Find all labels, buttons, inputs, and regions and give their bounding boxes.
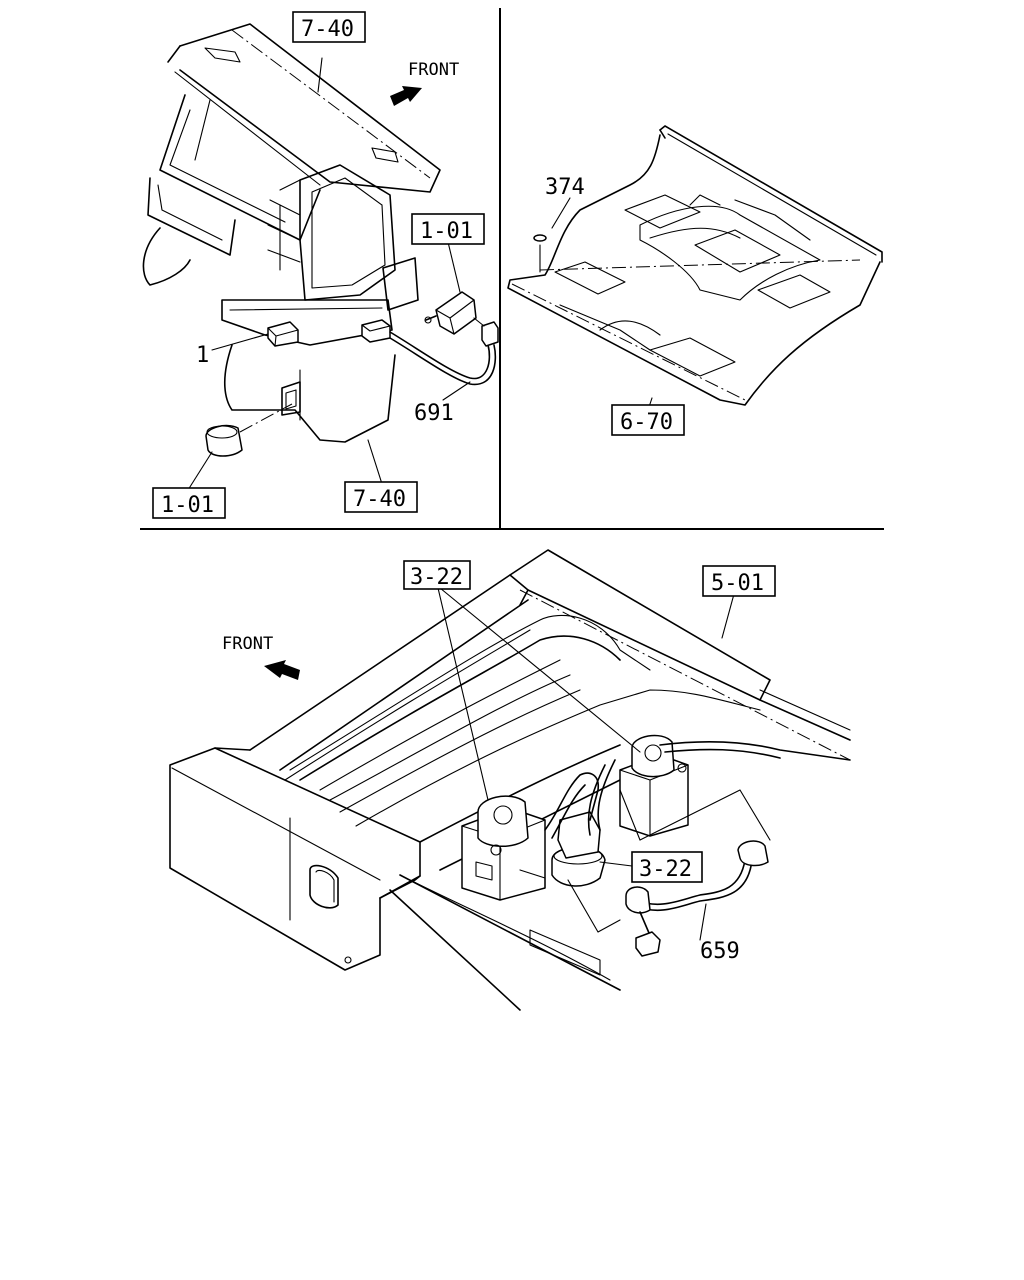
floor-panel-drawing [507, 125, 883, 411]
ref-1-01-plug: 1-01 [161, 493, 214, 518]
part-number-659: 659 [700, 939, 740, 964]
ref-7-40-bottom: 7-40 [353, 487, 406, 512]
callouts-top-left: FRONT 7-40 1-01 1 691 1-01 7-40 [152, 11, 485, 519]
ref-box-3-22-top [403, 560, 471, 590]
frame-drawing [169, 549, 851, 1011]
ref-box-1-01-plug [152, 487, 226, 519]
ref-3-22-top: 3-22 [410, 565, 463, 590]
ref-6-70: 6-70 [620, 410, 673, 435]
ref-box-6-70 [611, 404, 685, 436]
ref-box-1-01-switch [411, 213, 485, 245]
part-number-1: 1 [196, 343, 209, 368]
callouts-bottom: FRONT 3-22 5-01 3-22 659 [222, 560, 776, 964]
ref-box-7-40-bottom [344, 481, 418, 513]
ref-box-5-01 [702, 565, 776, 597]
ref-5-01: 5-01 [711, 571, 764, 596]
ref-box-3-22-side [631, 851, 703, 883]
ref-7-40-top: 7-40 [301, 17, 354, 42]
part-number-691: 691 [414, 401, 454, 426]
front-arrow-icon-lower [264, 660, 300, 680]
part-number-374: 374 [545, 175, 585, 200]
front-arrow-icon [390, 86, 422, 106]
front-label-bottom: FRONT [222, 634, 273, 654]
dashboard-drawing [142, 23, 499, 491]
callouts-top-right: 374 6-70 [545, 175, 685, 436]
front-label-top: FRONT [408, 60, 459, 80]
ref-box-7-40-top [292, 11, 366, 43]
ref-1-01-switch: 1-01 [420, 219, 473, 244]
ref-3-22-side: 3-22 [639, 857, 692, 882]
